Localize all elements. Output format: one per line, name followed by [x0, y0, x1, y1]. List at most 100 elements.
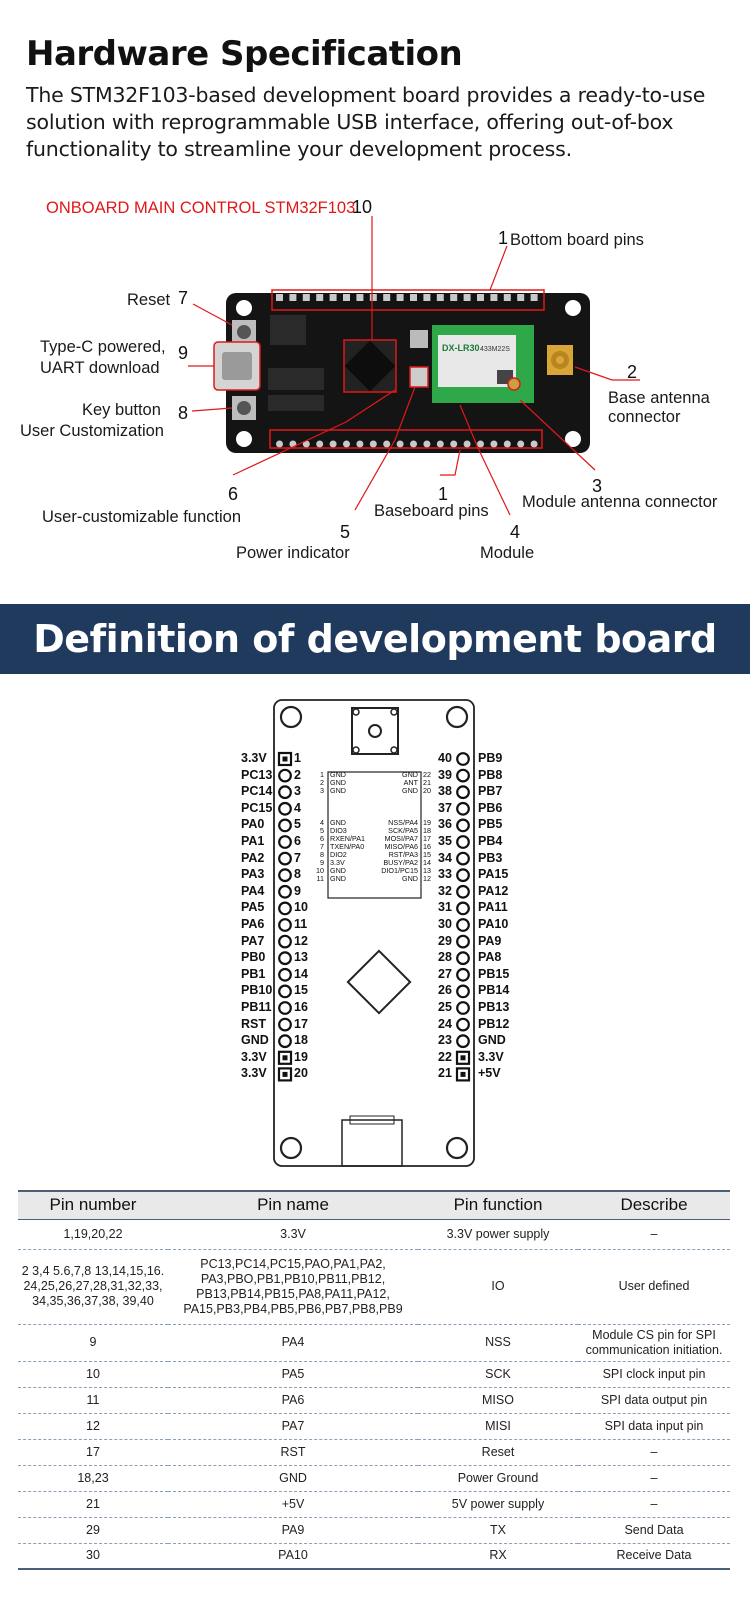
pin-number-right: 24	[438, 1016, 452, 1031]
pin-label-right: PB12	[478, 1016, 510, 1031]
callout-reset-num: 7	[178, 288, 189, 308]
header-pin	[278, 1034, 292, 1049]
table-cell: NSS	[418, 1324, 578, 1362]
header-pin	[456, 785, 470, 800]
table-cell: PA6	[168, 1387, 418, 1414]
board-bottom-pin	[329, 440, 337, 448]
callout-key-line1: Key button	[82, 401, 161, 419]
board-bottom-pin	[396, 440, 404, 448]
board-top-pin	[302, 294, 310, 301]
header-pin	[456, 1017, 470, 1032]
pin-label-right: PA12	[478, 883, 509, 898]
module-pin-number: 2	[320, 778, 324, 787]
page-description: The STM32F103-based development board pr…	[26, 83, 706, 161]
header-pin	[278, 967, 292, 982]
table-cell: –	[578, 1219, 730, 1250]
pin-label-right: +5V	[478, 1066, 501, 1081]
table-cell: PA9	[168, 1517, 418, 1544]
module-pin-number: 20	[423, 786, 431, 795]
pin-number-left: 13	[294, 950, 308, 965]
section-banner: Definition of development board pins	[0, 604, 750, 731]
pin-label-right: PA11	[478, 900, 508, 915]
header-pin	[278, 918, 292, 932]
board-top-pin	[356, 294, 364, 301]
pin-label-left: 3.3V	[241, 1066, 267, 1081]
board-top-pin	[503, 294, 511, 301]
header-pin	[456, 934, 470, 949]
table-cell: 17	[18, 1439, 168, 1466]
table-cell: SCK	[418, 1361, 578, 1388]
module-pin-number: 7	[320, 842, 324, 851]
board-top-pin	[423, 294, 431, 301]
pin-number-right: 35	[438, 834, 452, 848]
pin-number-right: 31	[438, 900, 452, 915]
callout-bottom-pins-num: 1	[498, 228, 509, 248]
header-pin	[278, 951, 292, 966]
table-cell: –	[578, 1439, 730, 1466]
pin-number-left: 17	[294, 1016, 308, 1031]
header-pin	[456, 835, 470, 849]
board-top-pin	[316, 294, 324, 301]
module-pin-label: GND	[330, 874, 346, 883]
pin-label-left: PA1	[241, 834, 265, 848]
board-bottom-pin	[450, 440, 458, 448]
pin-label-right: PB13	[478, 1000, 510, 1014]
header-pin	[456, 951, 470, 966]
pin-number-left: 16	[294, 1000, 308, 1014]
module-pin-number: 4	[320, 818, 324, 827]
table-cell: –	[578, 1491, 730, 1518]
power-led	[409, 366, 429, 388]
pin-label-left: PA7	[241, 933, 265, 948]
header-pins	[277, 751, 471, 1082]
module-pin-number: 19	[423, 818, 431, 827]
pin-number-right: 21	[438, 1066, 452, 1081]
table-cell: Module CS pin for SPI communication init…	[578, 1324, 730, 1362]
header-pin	[278, 1017, 292, 1032]
table-cell: RST	[168, 1439, 418, 1466]
pin-label-left: 3.3V	[241, 751, 267, 765]
module-pin-number: 22	[423, 770, 431, 779]
callout-base-antenna-line1: Base antenna	[608, 389, 710, 407]
board-top-pin	[530, 294, 538, 301]
callout-user-func-num: 6	[228, 484, 239, 504]
callout-main-control-num: 10	[352, 197, 373, 217]
pin-number-left: 2	[294, 767, 301, 782]
table-cell: SPI data output pin	[578, 1387, 730, 1414]
pin-number-left: 4	[294, 800, 301, 815]
mount-hole	[236, 431, 252, 447]
pin-number-left: 1	[294, 751, 301, 765]
module-pin-label: GND	[330, 866, 346, 875]
board-bottom-pin	[356, 440, 364, 448]
pin-number-right: 30	[438, 917, 452, 931]
pin-number-right: 37	[438, 800, 452, 815]
table-cell: PC13,PC14,PC15,PAO,PA1,PA2, PA3,PBO,PB1,…	[168, 1249, 418, 1325]
pin-label-right: PB7	[478, 784, 503, 799]
board-bottom-pin	[343, 440, 350, 448]
pin-label-left: PB10	[241, 983, 273, 998]
header-pin	[456, 1034, 470, 1049]
board-top-pin	[396, 294, 404, 301]
table-cell: 1,19,20,22	[18, 1219, 168, 1250]
module-pin-number: 15	[423, 850, 431, 859]
header-pin	[456, 984, 470, 999]
pin-label-left: PC13	[241, 767, 273, 782]
module-pin-number: 17	[423, 834, 431, 843]
table-cell: MISI	[418, 1413, 578, 1440]
header-pin	[456, 851, 470, 866]
table-cell: Reset	[418, 1439, 578, 1466]
header-pin	[278, 984, 292, 999]
table-cell: 18,23	[18, 1465, 168, 1492]
pin-number-right: 28	[438, 950, 452, 965]
pin-number-left: 18	[294, 1033, 308, 1048]
board-top-pin	[463, 294, 471, 301]
pin-number-left: 8	[294, 867, 301, 882]
header-pin	[456, 901, 470, 916]
pin-number-left: 10	[294, 900, 308, 915]
module-pin-number: 1	[320, 770, 324, 779]
header-pin	[456, 818, 470, 833]
table-cell: SPI clock input pin	[578, 1361, 730, 1388]
pin-number-right: 27	[438, 966, 452, 981]
